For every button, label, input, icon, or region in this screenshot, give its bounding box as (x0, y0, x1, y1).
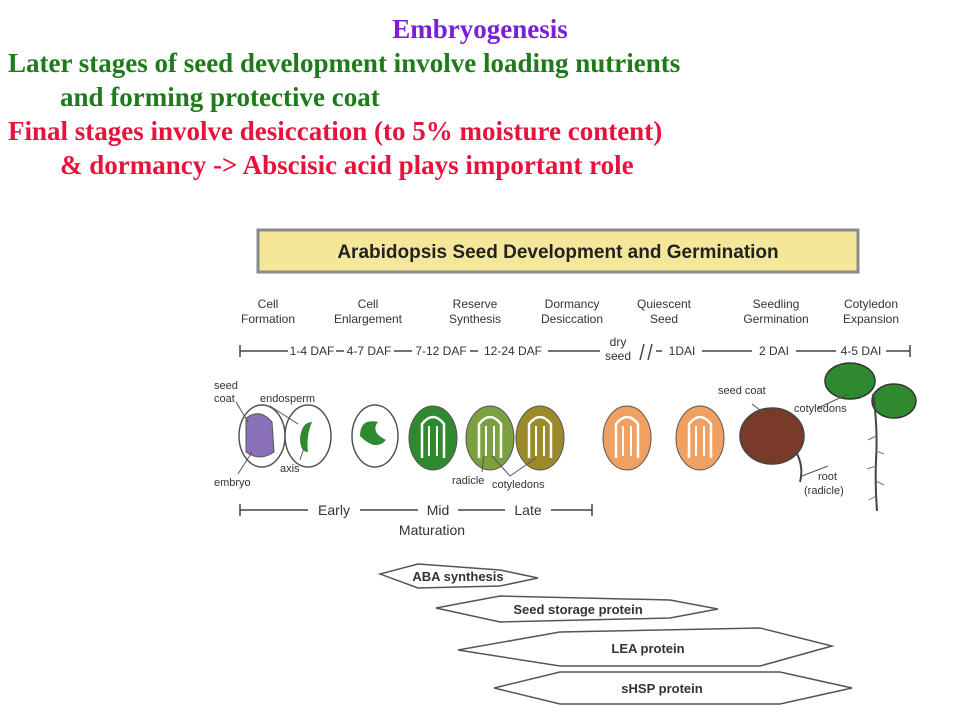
slide-title: Embryogenesis (392, 14, 568, 44)
point-1-line-2: and forming protective coat (60, 82, 380, 112)
seed-8 (675, 405, 725, 471)
stage-2-line-1: Cell (358, 297, 379, 311)
timeline-label-7: 4-5 DAI (841, 344, 882, 358)
stage-7-line-1: Cotyledon (844, 297, 898, 311)
aba-synthesis-shape (377, 563, 539, 589)
label-seed-coat: seed coat (718, 385, 766, 397)
annotation-lines (235, 393, 849, 477)
seed-4 (408, 405, 458, 471)
seedling (824, 362, 917, 512)
label-embryo: embryo (214, 477, 251, 489)
seed-5 (465, 405, 515, 471)
timeline-label-5: 1DAI (669, 344, 696, 358)
label-cotyledons: cotyledons (492, 479, 545, 491)
stage-1-line-2: Formation (241, 312, 295, 326)
timeline-label-dry: dry (610, 335, 627, 349)
shsp-protein-shape (493, 671, 853, 705)
stage-3-line-1: Reserve (453, 297, 498, 311)
label-cotyledons-right: cotyledons (794, 403, 847, 415)
timeline-label-1: 1-4 DAF (290, 344, 335, 358)
label-radicle-right: (radicle) (804, 485, 844, 497)
phase-early: Early (318, 502, 350, 518)
stage-5-line-1: Quiescent (637, 297, 692, 311)
slide-text: Embryogenesis Later stages of seed devel… (0, 0, 960, 182)
timeline-label-seed: seed (605, 349, 631, 363)
label-axis: axis (280, 463, 300, 475)
seed-3 (351, 404, 399, 468)
stage-3-line-2: Synthesis (449, 312, 501, 326)
stage-4-line-1: Dormancy (545, 297, 600, 311)
stage-6-line-1: Seedling (753, 297, 800, 311)
point-2-line-1: Final stages involve desiccation (to 5% … (8, 116, 663, 146)
stage-4-line-2: Desiccation (541, 312, 603, 326)
timeline-label-3: 7-12 DAF (415, 344, 466, 358)
shsp-protein-label: sHSP protein (621, 681, 702, 696)
label-radicle: radicle (452, 475, 484, 487)
label-root: root (818, 471, 837, 483)
lea-protein-shape (457, 627, 835, 667)
lea-protein-label: LEA protein (611, 641, 684, 656)
phase-mid: Mid (427, 502, 450, 518)
point-2-line-2: & dormancy -> Abscisic acid plays import… (60, 150, 634, 180)
point-1-line-1: Later stages of seed development involve… (8, 48, 681, 78)
stage-5-line-2: Seed (650, 312, 678, 326)
label-seed: seed (214, 380, 238, 392)
figure-banner-text: Arabidopsis Seed Development and Germina… (337, 242, 778, 263)
seed-development-figure: Arabidopsis Seed Development and Germina… (214, 228, 917, 705)
stage-7-line-2: Expansion (843, 312, 899, 326)
aba-synthesis-label: ABA synthesis (412, 569, 503, 584)
timeline-axis (239, 343, 911, 361)
timeline-label-6: 2 DAI (759, 344, 789, 358)
phase-late: Late (514, 502, 541, 518)
timeline-label-2: 4-7 DAF (347, 344, 392, 358)
seed-1 (238, 404, 286, 468)
seed-storage-protein-shape (435, 595, 719, 623)
label-endosperm: endosperm (260, 393, 315, 405)
germinating-seed (739, 407, 805, 483)
stage-2-line-2: Enlargement (334, 312, 403, 326)
timeline-label-4: 12-24 DAF (484, 344, 542, 358)
label-coat: coat (214, 393, 235, 405)
seed-storage-protein-label: Seed storage protein (513, 602, 642, 617)
figure-banner-box (256, 228, 860, 274)
seed-2 (284, 404, 332, 468)
seed-7 (602, 405, 652, 471)
stage-1-line-1: Cell (258, 297, 279, 311)
phase-maturation: Maturation (399, 522, 465, 538)
seed-6 (515, 405, 565, 471)
stage-6-line-2: Germination (743, 312, 808, 326)
